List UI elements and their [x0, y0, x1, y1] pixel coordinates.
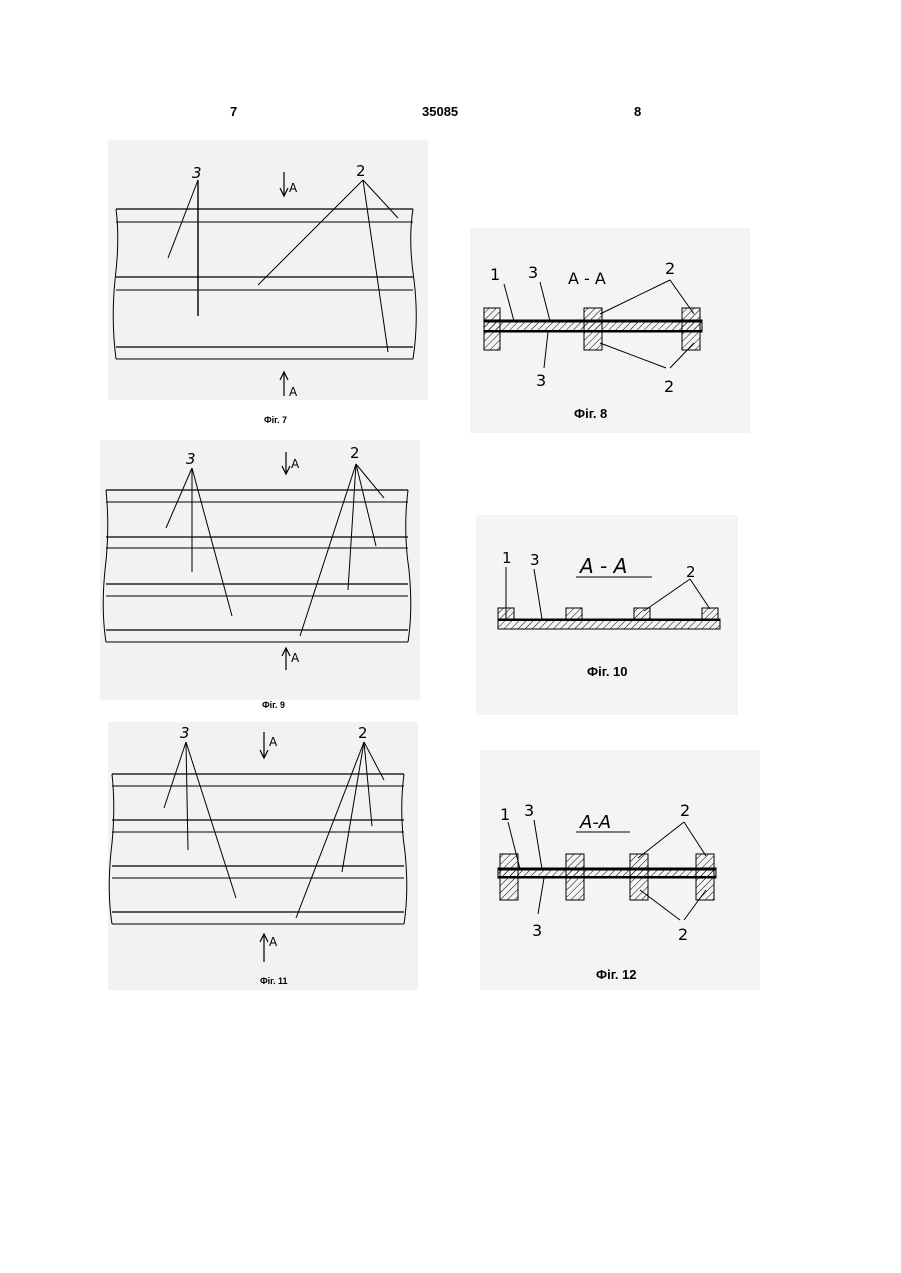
fig7-callout-3: 3 [192, 164, 202, 182]
figure-9: 3 2 A A [100, 440, 420, 700]
figure-7-drawing: 3 2 A A [108, 140, 428, 400]
fig11-section-label-top: A [269, 735, 278, 749]
fig8-callout-2-bottom: 2 [664, 377, 674, 396]
fig10-callout-1: 1 [502, 549, 512, 567]
figure-10: 1 3 A - A 2 [476, 515, 738, 715]
fig10-callout-3: 3 [530, 551, 540, 569]
fig7-section-label-bottom: A [289, 385, 298, 399]
figure-8: 1 3 A - A 2 3 2 [470, 228, 750, 433]
fig12-callout-2-top: 2 [680, 801, 690, 820]
fig8-callout-1: 1 [490, 265, 500, 284]
fig9-caption: Фіг. 9 [262, 700, 285, 710]
fig10-callout-2: 2 [686, 563, 696, 581]
fig8-caption: Фіг. 8 [574, 406, 607, 421]
fig12-callout-3-bottom: 3 [532, 921, 542, 940]
fig10-section-title: A - A [578, 554, 627, 578]
fig9-section-label-top: A [291, 457, 300, 471]
fig11-callout-2: 2 [358, 724, 368, 742]
fig8-section-title: A - A [568, 269, 606, 288]
figure-7: 3 2 A A [108, 140, 428, 400]
fig12-callout-2-bottom: 2 [678, 925, 688, 944]
fig12-section-title: A-A [579, 812, 611, 833]
page-number-right: 8 [634, 104, 641, 119]
fig12-caption: Фіг. 12 [596, 967, 637, 982]
figure-9-drawing: 3 2 A A [100, 440, 420, 700]
fig12-callout-3-top: 3 [524, 801, 534, 820]
fig7-section-label-top: A [289, 181, 298, 195]
fig10-caption: Фіг. 10 [587, 664, 628, 679]
figure-12-drawing: 1 3 A-A 2 3 2 [480, 750, 760, 990]
fig8-callout-2-top: 2 [665, 259, 675, 278]
figure-11: 3 2 A A [108, 722, 418, 990]
fig11-section-label-bottom: A [269, 935, 278, 949]
figure-8-drawing: 1 3 A - A 2 3 2 [470, 228, 750, 433]
fig11-callout-3: 3 [180, 724, 190, 742]
fig8-callout-3-bottom: 3 [536, 371, 546, 390]
fig9-section-label-bottom: A [291, 651, 300, 665]
fig7-caption: Фіг. 7 [264, 415, 287, 425]
figure-11-drawing: 3 2 A A [108, 722, 418, 990]
fig11-caption: Фіг. 11 [260, 976, 288, 986]
fig9-callout-2: 2 [350, 444, 360, 462]
patent-number: 35085 [422, 104, 458, 119]
figure-10-drawing: 1 3 A - A 2 [476, 515, 738, 715]
fig7-callout-2: 2 [356, 162, 366, 180]
fig12-callout-1: 1 [500, 805, 510, 824]
figure-12: 1 3 A-A 2 3 2 [480, 750, 760, 990]
fig8-callout-3-top: 3 [528, 263, 538, 282]
page-number-left: 7 [230, 104, 237, 119]
fig9-callout-3: 3 [186, 450, 196, 468]
